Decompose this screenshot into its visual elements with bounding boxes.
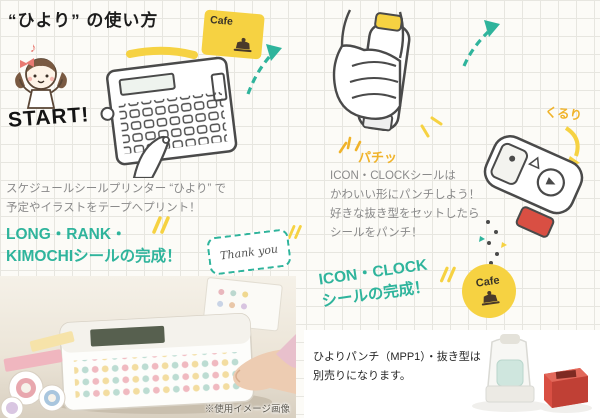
punch-product-image bbox=[304, 330, 600, 418]
left-complete-line1: LONG・RANK・ bbox=[6, 226, 127, 243]
usage-photo-image bbox=[0, 276, 296, 418]
burst-icon bbox=[338, 136, 362, 154]
page-title: “ひより” の使い方 bbox=[8, 11, 159, 30]
printer-description-line2: 予定やイラストをテープへプリント！ bbox=[6, 201, 201, 214]
punch-description-line3: 好きな抜き型をセットしたら bbox=[330, 207, 480, 220]
cake-icon bbox=[233, 37, 252, 53]
punch-description: ICON・CLOCKシールは かわいい形にパンチしよう！ 好きな抜き型をセットし… bbox=[330, 167, 480, 243]
cake-icon bbox=[481, 290, 500, 306]
printer-description: スケジュールシールプリンター “ひより” で 予定やイラストをテープへプリント！ bbox=[6, 180, 226, 218]
punch-description-line1: ICON・CLOCKシールは bbox=[330, 170, 456, 182]
emphasis-marks-icon bbox=[152, 216, 170, 234]
photo-caption: ※使用イメージ画像 bbox=[204, 404, 290, 415]
punch-description-line2: かわいい形にパンチしよう！ bbox=[330, 188, 481, 201]
arrow-up-right-icon bbox=[246, 44, 282, 95]
label-printer-illustration bbox=[100, 46, 238, 178]
usage-photo: ※使用イメージ画像 bbox=[0, 276, 296, 418]
cafe-label-text: Cafe bbox=[209, 13, 234, 28]
thank-you-text: Thank you bbox=[219, 242, 279, 262]
product-note-line2: 別売りになります。 bbox=[313, 369, 411, 382]
music-note-icon: ♪ bbox=[30, 40, 37, 55]
product-note-line1: ひよりパンチ（MPP1）・抜き型は bbox=[313, 351, 481, 363]
printer-description-line1: スケジュールシールプリンター “ひより” で bbox=[6, 183, 227, 195]
right-complete-text: ICON・CLOCK シールの完成！ bbox=[317, 255, 432, 315]
left-complete-text: LONG・RANK・ KIMOCHIシールの完成！ bbox=[6, 224, 182, 269]
cafe-circle-sticker: Cafe bbox=[458, 260, 520, 322]
mascot-girl-illustration bbox=[15, 58, 67, 109]
dotted-trail-icon bbox=[479, 220, 507, 265]
hand-punch-illustration bbox=[332, 9, 443, 138]
emphasis-marks-icon bbox=[440, 266, 456, 283]
start-label: START! bbox=[7, 103, 91, 132]
product-note: ひよりパンチ（MPP1）・抜き型は 別売りになります。 bbox=[313, 348, 481, 385]
left-complete-line2: KIMOCHIシールの完成！ bbox=[6, 248, 182, 266]
punch-product-photo bbox=[304, 330, 600, 418]
thank-you-sticker: Thank you bbox=[205, 228, 293, 276]
punch-description-line4: シールをパンチ！ bbox=[330, 226, 423, 239]
punch-sound-label: パチッ bbox=[358, 150, 398, 165]
arrow-up-right-icon bbox=[462, 20, 500, 67]
punch-die-illustration bbox=[483, 126, 584, 238]
emphasis-marks-icon bbox=[287, 225, 302, 240]
cafe-label-sticker: Cafe bbox=[201, 9, 265, 60]
